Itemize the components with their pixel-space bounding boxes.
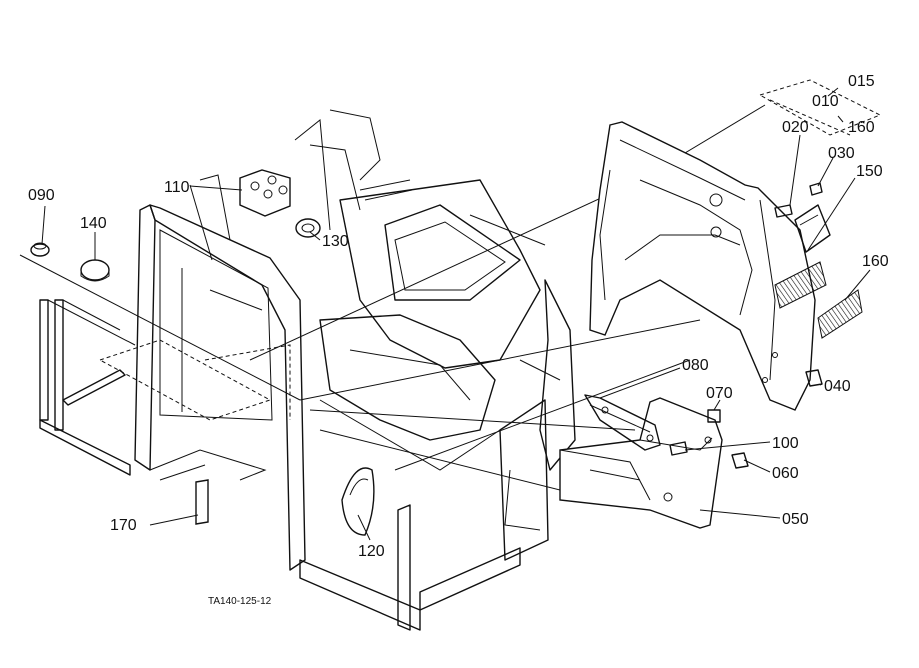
callout-labels: 015 010 160 020 030 150 160 090 140 110 …: [28, 73, 889, 607]
reflector-160: [817, 289, 863, 339]
callout-leaders: [41, 87, 871, 541]
callout-170: 170: [110, 517, 137, 534]
callout-050: 050: [782, 511, 809, 528]
callout-060: 060: [772, 465, 799, 482]
callout-100: 100: [772, 435, 799, 452]
callout-150: 150: [856, 163, 883, 180]
callout-080: 080: [682, 357, 709, 374]
callout-040: 040: [824, 378, 851, 395]
tractor-body-frame: [39, 109, 576, 631]
seal-130: [295, 218, 321, 238]
callout-030: 030: [828, 145, 855, 162]
screw-060: [731, 452, 749, 469]
callout-130: 130: [322, 233, 349, 250]
callout-110: 110: [164, 179, 190, 196]
callout-140: 140: [80, 215, 107, 232]
callout-120: 120: [358, 543, 385, 560]
callout-160-top: 160: [848, 119, 875, 136]
bolt-100: [669, 441, 688, 456]
callout-090: 090: [28, 187, 55, 204]
rear-light-assembly: [794, 204, 831, 253]
assembly-leader-lines: [19, 104, 766, 501]
cap-140: [80, 259, 110, 282]
mount-bracket-050: [559, 397, 723, 529]
callout-020: 020: [782, 119, 809, 136]
plate-170: [195, 479, 209, 525]
boot-110: [239, 169, 291, 217]
callout-015: 015: [848, 73, 875, 90]
callout-010: 010: [812, 93, 839, 110]
callout-070: 070: [706, 385, 733, 402]
callout-160-right: 160: [862, 253, 889, 270]
nut-030: [809, 182, 823, 196]
bracket-020: [774, 204, 793, 218]
reflector-150: [774, 261, 827, 309]
side-panel-cover: [589, 121, 816, 411]
grommet-090: [30, 242, 50, 257]
lens-120: [341, 467, 375, 536]
figure-code: TA140-125-12: [208, 596, 272, 607]
